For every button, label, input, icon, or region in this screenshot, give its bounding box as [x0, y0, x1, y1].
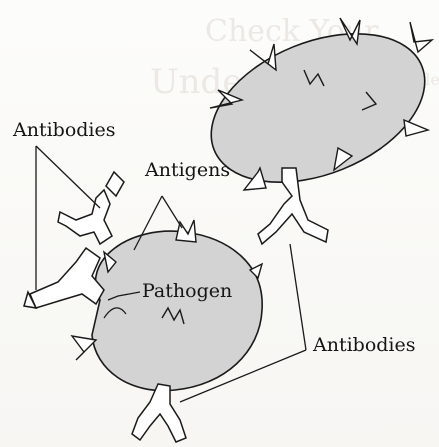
leader-antibodies-top	[36, 146, 100, 208]
pathogen-spike	[72, 336, 96, 360]
antibody-upper-left-shape	[58, 190, 112, 244]
leader-antigens	[162, 196, 182, 228]
antibody-bottom	[132, 384, 186, 442]
label-antibodies-top: Antibodies	[13, 121, 116, 140]
antibody-upper-left	[58, 172, 124, 244]
pathogen-body	[92, 231, 262, 391]
antibody-upper-left-arm	[106, 172, 124, 196]
label-pathogen: Pathogen	[142, 282, 232, 301]
upper-cell-spike	[410, 22, 432, 52]
leader-antibodies-right	[290, 244, 306, 350]
label-antibodies-right: Antibodies	[313, 336, 416, 355]
antibody-left-shape	[30, 248, 104, 308]
label-antigens: Antigens	[145, 161, 230, 180]
upper-cell-spike	[404, 120, 428, 136]
pathogen-cell	[72, 220, 262, 391]
antibody-bottom-shape	[132, 384, 186, 442]
